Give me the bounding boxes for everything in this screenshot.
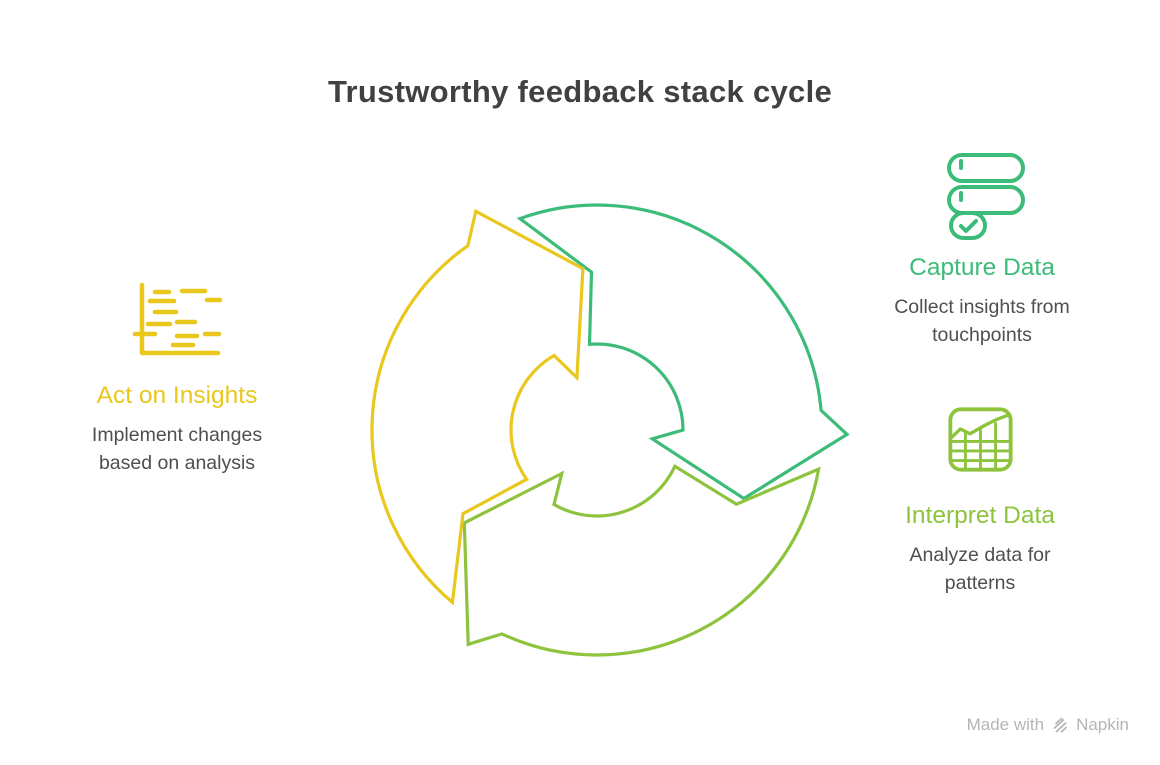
made-with-text: Made with: [966, 715, 1045, 734]
chart-grid-icon: [947, 407, 1013, 472]
diagram-title: Trustworthy feedback stack cycle: [327, 74, 833, 109]
step-description: Implement changes based on analysis: [91, 424, 263, 474]
napkin-watermark-link[interactable]: Made with Napkin: [967, 715, 1129, 735]
cycle-arrow-interpret: [462, 463, 821, 657]
cycle-arrows-graphic: [370, 203, 850, 657]
cycle-arrow-capture: [516, 203, 850, 501]
napkin-logo-icon: [1053, 717, 1067, 733]
step-label: Act on Insights: [96, 382, 258, 409]
step-act-on-insights: Act on Insights Implement changes based …: [57, 280, 297, 477]
scatter-dashes-icon: [132, 282, 223, 356]
step-interpret-data: Interpret Data Analyze data for patterns: [850, 406, 1110, 597]
form-rows-check-icon: [947, 153, 1025, 240]
cycle-arrow-act: [370, 208, 585, 606]
step-label: Capture Data: [909, 254, 1055, 281]
step-description: Analyze data for patterns: [909, 544, 1051, 594]
step-description: Collect insights from touchpoints: [894, 296, 1070, 346]
brand-text: Napkin: [1076, 715, 1129, 734]
step-capture-data: Capture Data Collect insights from touch…: [852, 147, 1112, 349]
step-label: Interpret Data: [905, 502, 1055, 529]
